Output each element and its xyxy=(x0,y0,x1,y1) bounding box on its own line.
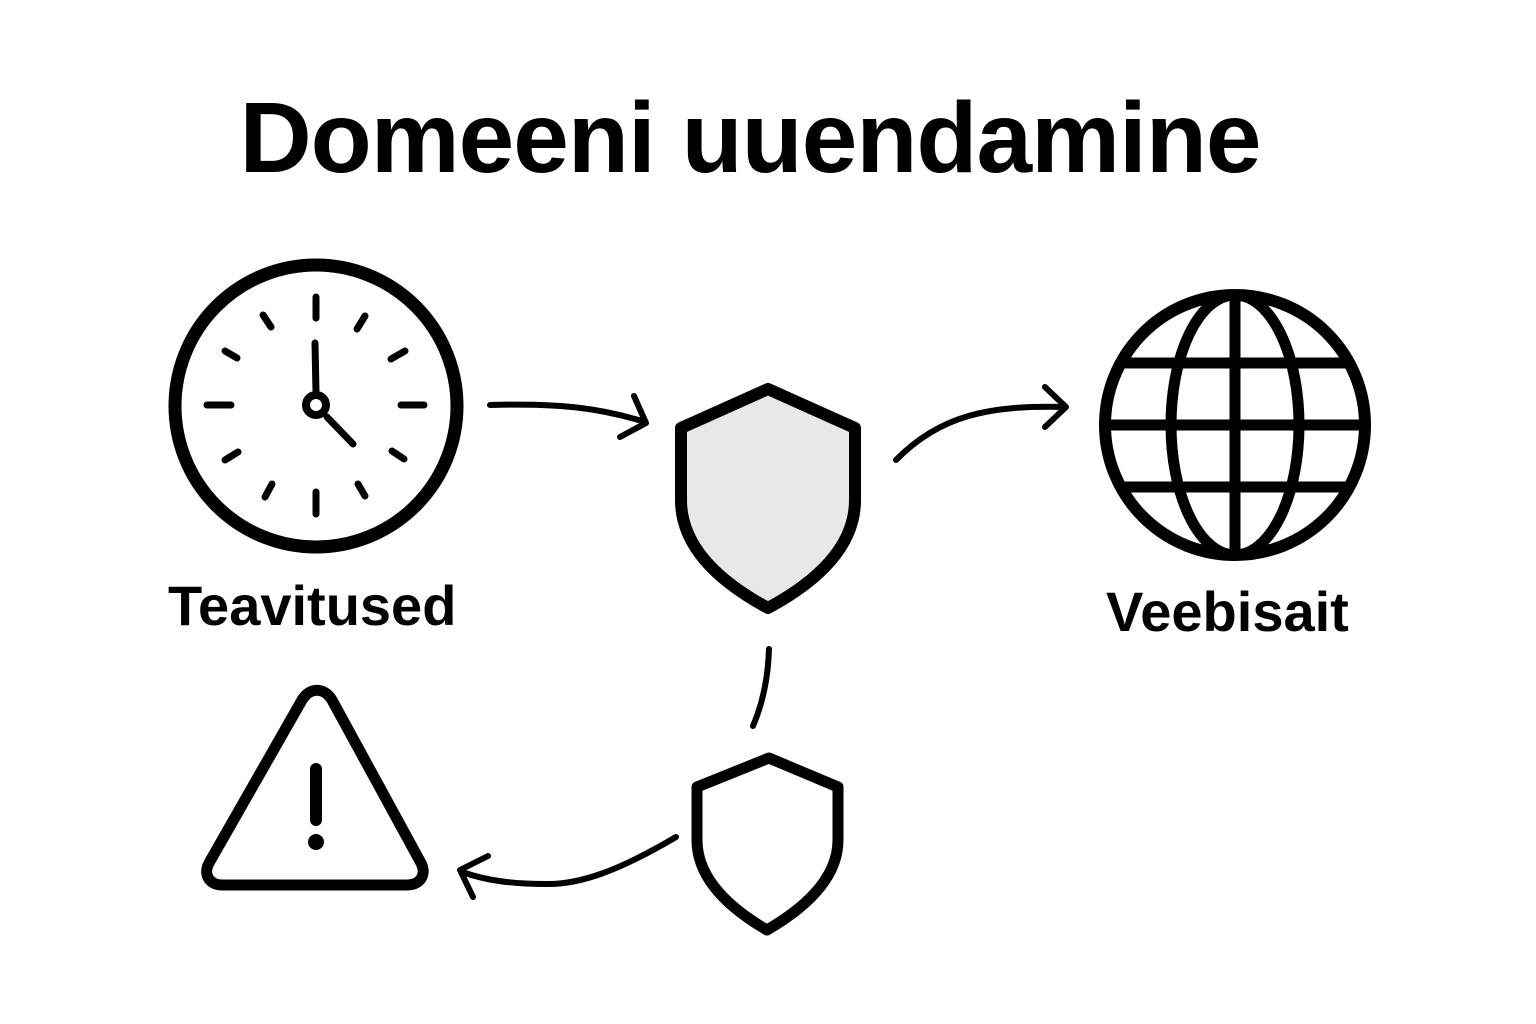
connector-shield-to-secondary xyxy=(750,646,772,729)
shield-icon xyxy=(675,383,861,614)
clock-icon xyxy=(168,258,464,554)
arrow-secondary-to-warning xyxy=(457,834,679,900)
label-notifications: Teavitused xyxy=(168,574,457,637)
diagram-title: Domeeni uuendamine xyxy=(239,82,1261,194)
arrow-notifications-to-shield xyxy=(487,393,649,440)
label-website: Veebisait xyxy=(1106,580,1349,643)
shield-outline-icon xyxy=(691,752,844,936)
globe-icon xyxy=(1099,289,1371,561)
arrow-shield-to-website xyxy=(893,384,1069,463)
warning-triangle-icon xyxy=(201,684,429,891)
